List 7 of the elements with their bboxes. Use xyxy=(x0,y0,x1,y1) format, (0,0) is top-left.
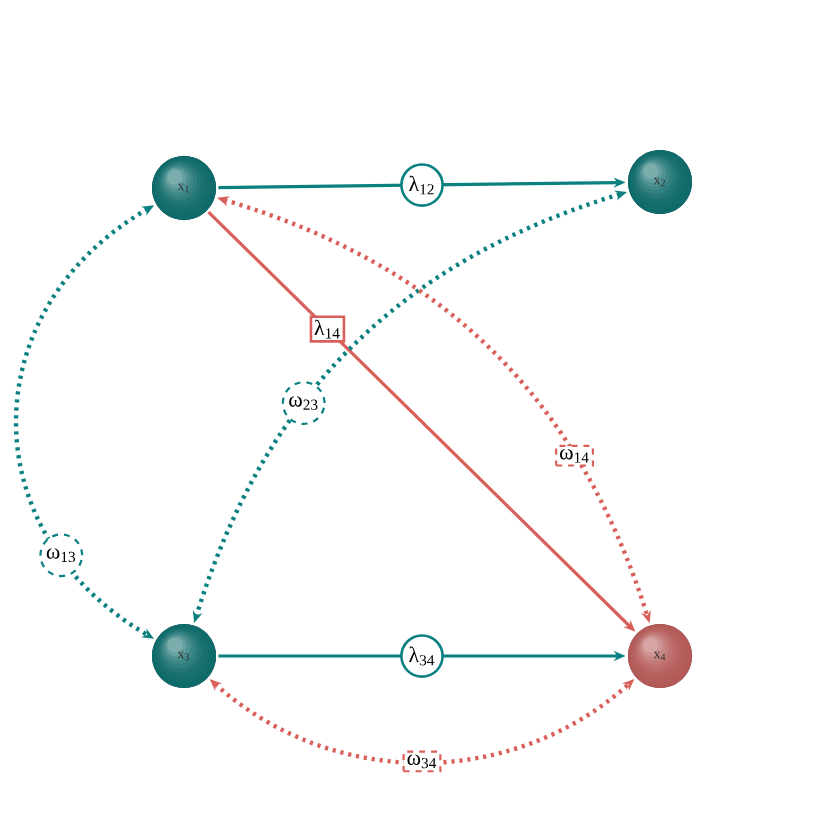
edge-label: λ$_{34}$ xyxy=(400,634,444,678)
edge-label: λ$_{12}$ xyxy=(400,163,444,207)
edge-label: ω$_{34}$ xyxy=(402,750,442,773)
edge-label: ω$_{13}$ xyxy=(39,533,84,578)
edge-label: ω$_{23}$ xyxy=(281,381,326,425)
edge-label: λ$_{14}$ xyxy=(309,315,346,343)
edge-label: ω$_{14}$ xyxy=(555,444,594,467)
